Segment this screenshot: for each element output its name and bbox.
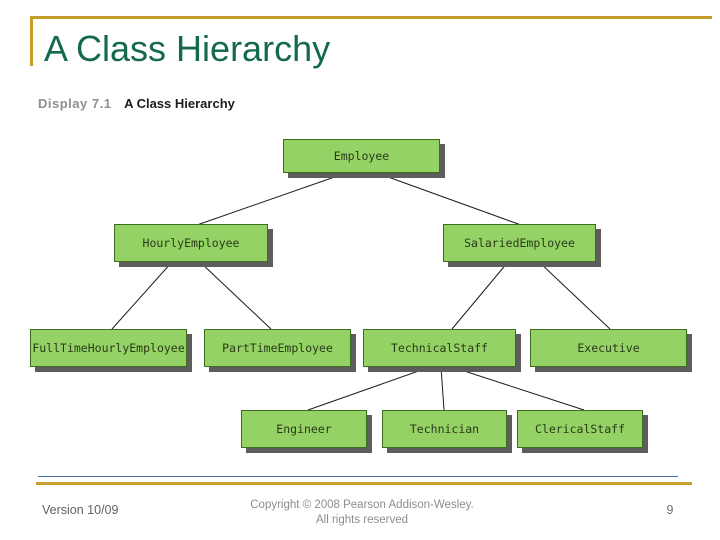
class-node-hourly-employee: HourlyEmployee (114, 224, 268, 262)
footer-copyright-line1: Copyright © 2008 Pearson Addison-Wesley. (250, 499, 474, 511)
figure-caption-title: A Class Hierarchy (124, 96, 235, 111)
connector-hourlyemployee-parttimeemployee (199, 261, 272, 330)
footer-page-number: 9 (666, 503, 674, 517)
connector-salariedemployee-technicalstaff (451, 261, 509, 330)
connector-hourlyemployee-fulltimehourlyemployee (111, 261, 173, 330)
class-node-technical-staff: TechnicalStaff (363, 329, 516, 367)
connector-technicalstaff-engineer (307, 366, 431, 411)
connector-employee-hourlyemployee (196, 172, 347, 226)
connector-technicalstaff-technician (440, 366, 445, 411)
class-node-clerical-staff: ClericalStaff (517, 410, 643, 448)
title-accent-rule-left (30, 16, 33, 66)
connector-technicalstaff-clericalstaff (451, 366, 585, 411)
class-node-executive: Executive (530, 329, 687, 367)
slide-title: A Class Hierarchy (44, 28, 331, 69)
class-node-technician: Technician (382, 410, 507, 448)
title-accent-rule-top (30, 16, 712, 19)
class-node-salaried-employee: SalariedEmployee (443, 224, 596, 262)
class-node-engineer: Engineer (241, 410, 367, 448)
footer-rule-gold (36, 482, 692, 485)
footer-copyright-line2: All rights reserved (315, 514, 409, 526)
footer-rule-blue (38, 476, 678, 477)
figure-caption: Display 7.1 A Class Hierarchy (38, 96, 235, 111)
class-node-parttime-employee: PartTimeEmployee (204, 329, 351, 367)
footer-version: Version 10/09 (42, 503, 119, 517)
connector-employee-salariedemployee (376, 172, 522, 226)
class-node-employee: Employee (283, 139, 440, 173)
class-node-fulltime-hourly-employee: FullTimeHourlyEmployee (30, 329, 187, 367)
footer-copyright: Copyright © 2008 Pearson Addison-Wesley.… (160, 498, 564, 528)
figure-caption-number: Display 7.1 (38, 96, 112, 111)
connector-salariedemployee-executive (538, 261, 611, 330)
